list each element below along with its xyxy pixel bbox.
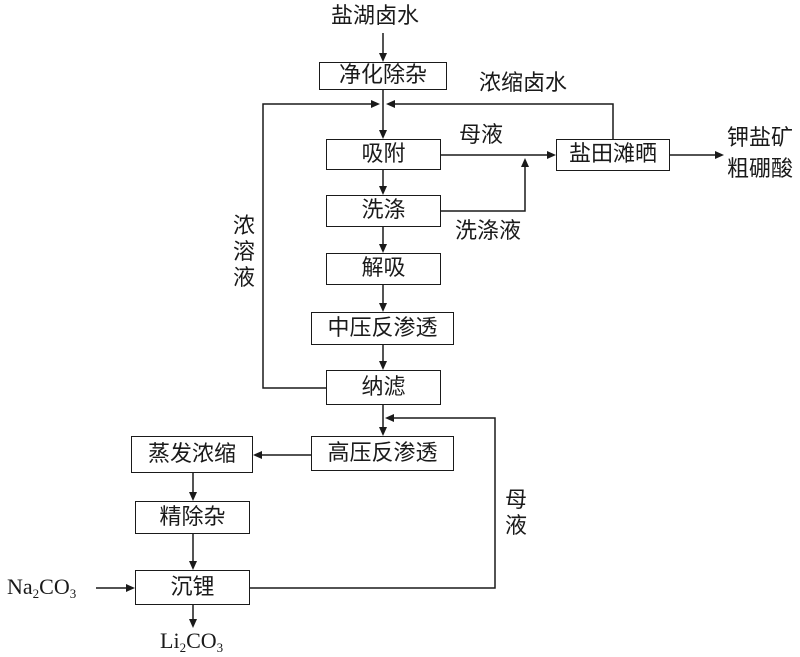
lithium-carbonate-label: Li2CO3 xyxy=(160,628,224,655)
line-concentrated-solution xyxy=(262,103,371,389)
wash-box: 洗涤 xyxy=(326,195,441,227)
lithium-precipitation-box: 沉锂 xyxy=(135,570,250,605)
fine-purification-box: 精除杂 xyxy=(135,501,250,534)
arrowhead-nano xyxy=(379,361,387,370)
line-concentrated-brine xyxy=(395,103,614,139)
adsorb-box: 吸附 xyxy=(326,139,441,170)
source-label: 盐湖卤水 xyxy=(331,4,420,29)
arrowhead-desorb xyxy=(379,244,387,253)
arrowhead-products xyxy=(715,151,724,159)
arrowhead-saltpan xyxy=(547,151,556,159)
arrowhead-purify xyxy=(379,53,387,62)
salt-pan-box: 盐田滩晒 xyxy=(556,139,670,171)
high-ro-box: 高压反渗透 xyxy=(311,436,454,471)
arrowhead-concentrated-solution xyxy=(371,100,380,108)
arrowhead-mother-liquor-recycle xyxy=(385,414,394,422)
nanofiltration-box: 纳滤 xyxy=(326,370,441,405)
arrowhead-concentrated-brine xyxy=(386,100,395,108)
mother-liquor-label: 母液 xyxy=(459,123,504,148)
arrowhead-wash-liquid xyxy=(521,158,529,167)
wash-liquid-label: 洗涤液 xyxy=(455,219,522,244)
mother-liquor-recycle-label: 母 液 xyxy=(504,488,527,539)
product-boric-acid: 粗硼酸 xyxy=(727,157,794,182)
arrowhead-na2co3 xyxy=(126,584,135,592)
arrowhead-highro xyxy=(379,427,387,436)
concentrated-solution-label: 浓 溶 液 xyxy=(232,214,255,291)
desorb-box: 解吸 xyxy=(326,253,441,285)
arrowhead-fine xyxy=(189,492,197,501)
arrowhead-li2co3 xyxy=(189,619,197,628)
mid-ro-box: 中压反渗透 xyxy=(311,312,454,345)
product-potash: 钾盐矿 xyxy=(727,126,794,151)
concentrated-brine-label: 浓缩卤水 xyxy=(479,71,568,96)
line-wash-liquid xyxy=(441,167,526,212)
evaporation-box: 蒸发浓缩 xyxy=(131,436,253,473)
arrowhead-wash xyxy=(379,186,387,195)
purify-box: 净化除杂 xyxy=(319,62,447,90)
arrowhead-precip xyxy=(189,561,197,570)
arrowhead-evap xyxy=(253,451,262,459)
line-mother-liquor-recycle xyxy=(250,417,496,589)
arrowhead-adsorb xyxy=(379,130,387,139)
arrowhead-midro xyxy=(379,303,387,312)
sodium-carbonate-label: Na2CO3 xyxy=(7,574,77,601)
